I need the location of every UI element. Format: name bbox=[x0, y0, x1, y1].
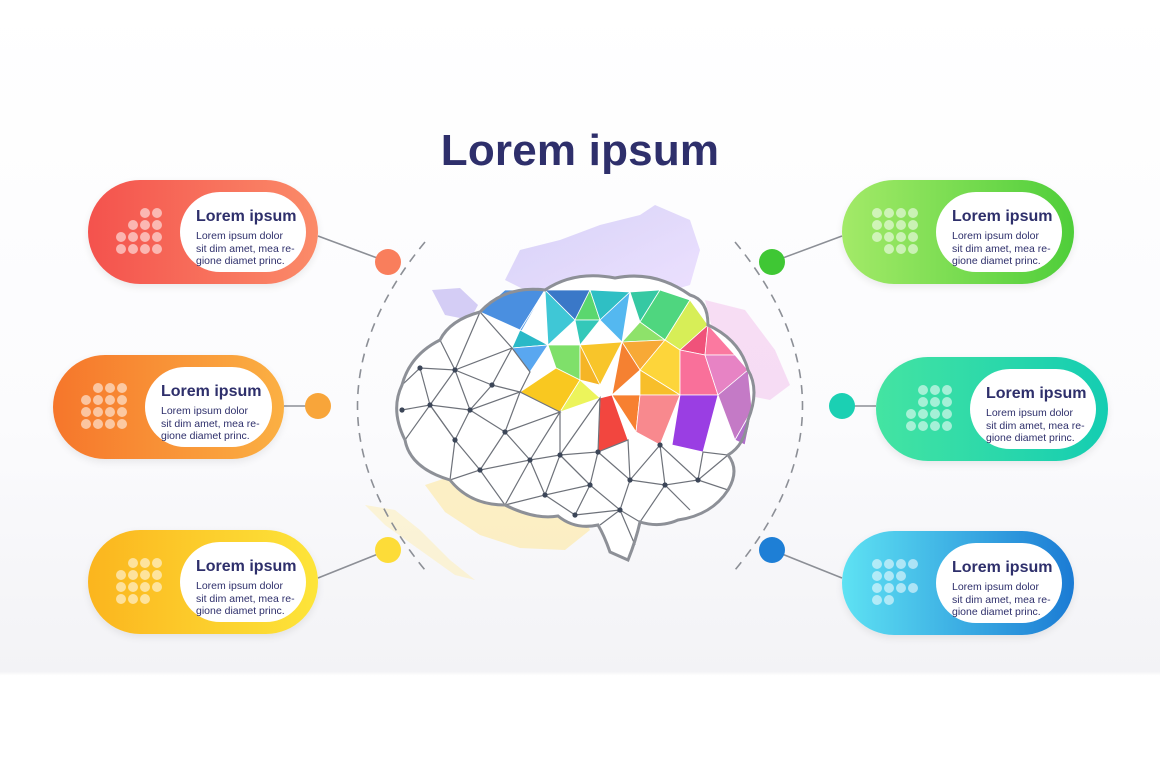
step-heading-2: Lorem ipsum bbox=[161, 383, 262, 400]
dashed-arc-right bbox=[734, 241, 804, 571]
node-dot-5 bbox=[829, 393, 855, 419]
splash-pink bbox=[705, 300, 790, 400]
step-card-6: Lorem ipsum Lorem ipsum dolor sit dim am… bbox=[842, 531, 1074, 635]
step-number-3 bbox=[116, 558, 162, 604]
brain-color-facets bbox=[479, 288, 753, 453]
step-card-1: Lorem ipsum Lorem ipsum dolor sit dim am… bbox=[88, 180, 318, 284]
brain-vertices bbox=[399, 365, 701, 518]
step-text-5: Lorem ipsum dolor sit dim amet, mea re- … bbox=[986, 407, 1085, 444]
node-dot-3 bbox=[375, 537, 401, 563]
dashed-arc-left bbox=[356, 241, 426, 571]
step-heading-4: Lorem ipsum bbox=[952, 208, 1053, 225]
brain-outline bbox=[395, 274, 756, 563]
step-heading-1: Lorem ipsum bbox=[196, 208, 297, 225]
step-number-1 bbox=[116, 208, 162, 254]
step-card-2: Lorem ipsum Lorem ipsum dolor sit dim am… bbox=[53, 355, 284, 459]
step-heading-5: Lorem ipsum bbox=[986, 385, 1087, 402]
brain-illustration bbox=[395, 274, 756, 563]
step-card-3: Lorem ipsum Lorem ipsum dolor sit dim am… bbox=[88, 530, 318, 634]
step-card-4: Lorem ipsum Lorem ipsum dolor sit dim am… bbox=[842, 180, 1074, 284]
step-text-2: Lorem ipsum dolor sit dim amet, mea re- … bbox=[161, 405, 260, 442]
step-number-5 bbox=[906, 385, 952, 431]
step-card-5: Lorem ipsum Lorem ipsum dolor sit dim am… bbox=[876, 357, 1108, 461]
step-text-1: Lorem ipsum dolor sit dim amet, mea re- … bbox=[196, 230, 295, 267]
step-text-6: Lorem ipsum dolor sit dim amet, mea re- … bbox=[952, 581, 1051, 618]
node-dot-6 bbox=[759, 537, 785, 563]
step-text-3: Lorem ipsum dolor sit dim amet, mea re- … bbox=[196, 580, 295, 617]
node-dot-2 bbox=[305, 393, 331, 419]
step-heading-3: Lorem ipsum bbox=[196, 558, 297, 575]
step-text-4: Lorem ipsum dolor sit dim amet, mea re- … bbox=[952, 230, 1051, 267]
step-heading-6: Lorem ipsum bbox=[952, 559, 1053, 576]
node-dot-4 bbox=[759, 249, 785, 275]
step-number-2 bbox=[81, 383, 127, 429]
step-number-6 bbox=[872, 559, 918, 605]
splash-purple-left bbox=[432, 288, 478, 320]
main-title: Lorem ipsum bbox=[440, 126, 720, 175]
dashed-arcs bbox=[356, 241, 804, 571]
node-dot-1 bbox=[375, 249, 401, 275]
step-number-4 bbox=[872, 208, 918, 254]
